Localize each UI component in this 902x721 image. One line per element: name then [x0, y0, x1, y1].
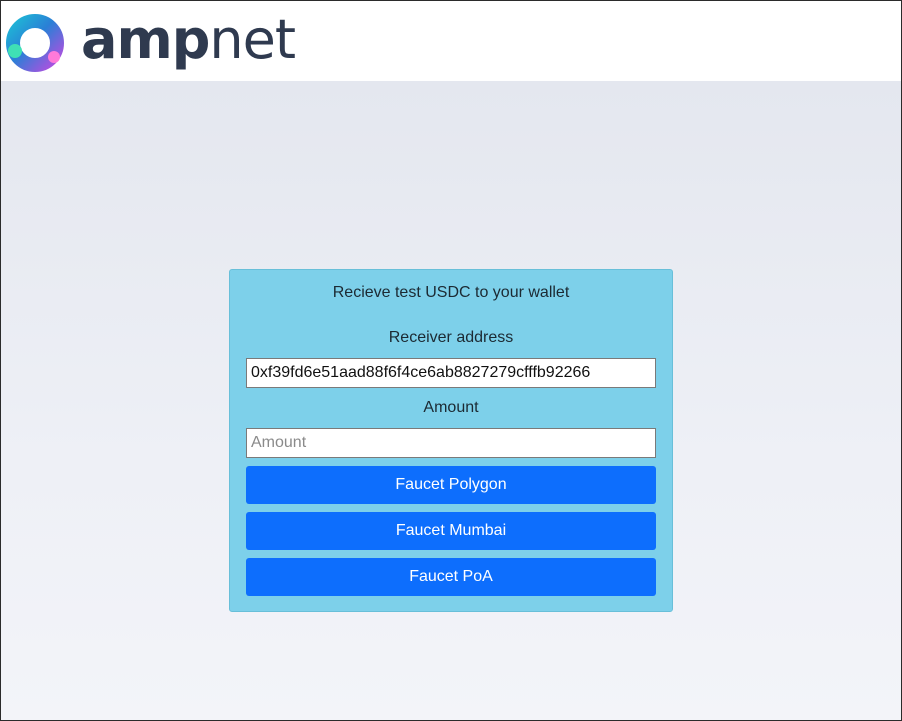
- faucet-poa-button[interactable]: Faucet PoA: [246, 558, 656, 596]
- site-header: ampnet: [0, 0, 902, 81]
- faucet-mumbai-button[interactable]: Faucet Mumbai: [246, 512, 656, 550]
- amount-input[interactable]: [246, 428, 656, 458]
- brand-name-part1: amp: [81, 8, 210, 71]
- card-title: Recieve test USDC to your wallet: [332, 284, 570, 301]
- brand-wordmark[interactable]: ampnet: [81, 7, 296, 73]
- amount-label: Amount: [423, 399, 479, 416]
- faucet-polygon-button[interactable]: Faucet Polygon: [246, 466, 656, 504]
- ring-logo-icon[interactable]: [5, 13, 65, 73]
- main-area: Recieve test USDC to your wallet Receive…: [0, 81, 902, 721]
- receiver-address-input[interactable]: [246, 358, 656, 388]
- brand-name-part2: net: [209, 8, 296, 71]
- faucet-card: Recieve test USDC to your wallet Receive…: [229, 269, 673, 612]
- receiver-address-label: Receiver address: [388, 329, 514, 346]
